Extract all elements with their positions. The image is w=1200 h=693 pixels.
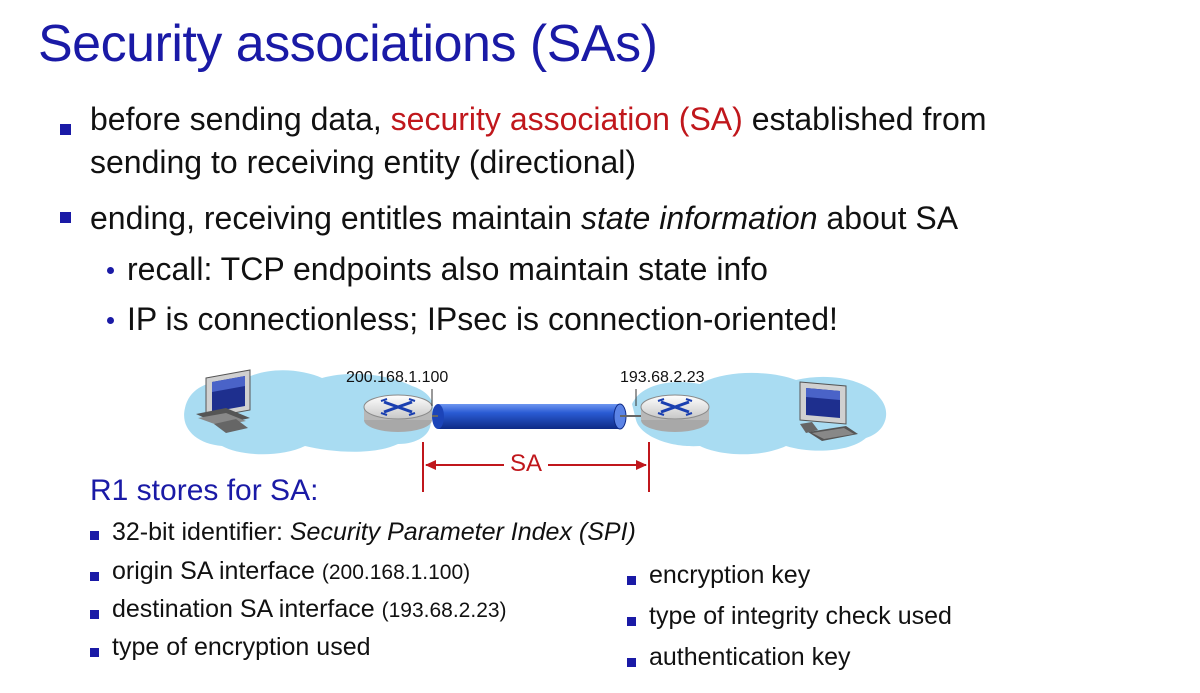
bullet-1-line-2: sending to receiving entity (directional…	[90, 144, 637, 180]
bullet-square-icon	[90, 572, 99, 581]
store-item-encryption-key: encryption key	[649, 561, 811, 589]
bullet-square-icon	[90, 531, 99, 540]
slide-title: Security associations (SAs)	[38, 15, 658, 73]
bullet-square-icon	[627, 617, 636, 626]
bullet-2-pre: ending, receiving entitles maintain	[90, 200, 581, 236]
bullet-square-icon	[627, 576, 636, 585]
bullet-square-icon	[90, 648, 99, 657]
bullet-square-icon	[627, 658, 636, 667]
bullet-1-highlight: security association (SA)	[390, 101, 743, 137]
spi-italic: Security Parameter Index (SPI)	[289, 518, 636, 546]
bullet-2-line: ending, receiving entitles maintain stat…	[90, 198, 958, 238]
store-item-auth-key: authentication key	[649, 643, 851, 671]
stores-title: R1 stores for SA:	[90, 474, 319, 507]
sub-bullet-1: recall: TCP endpoints also maintain stat…	[127, 251, 768, 287]
sa-label: SA	[504, 450, 549, 478]
bullet-2-post: about SA	[817, 200, 959, 236]
bullet-1-pre: before sending data,	[90, 101, 391, 137]
store-item-destination: destination SA interface (193.68.2.23)	[112, 595, 507, 623]
sa-tunnel	[432, 403, 627, 430]
bullet-square-icon	[60, 124, 71, 135]
router-r1-icon	[363, 394, 433, 432]
left-host-computer-icon	[196, 369, 251, 433]
bullet-square-icon	[90, 610, 99, 619]
right-host-computer-icon	[799, 381, 858, 441]
bullet-2-italic: state information	[580, 200, 818, 236]
store-item-origin: origin SA interface (200.168.1.100)	[112, 557, 471, 585]
sub-bullet-dot-icon	[107, 267, 114, 274]
right-ip-address: 193.68.2.23	[620, 369, 705, 386]
left-ip-address: 200.168.1.100	[346, 369, 449, 386]
store-item-spi: 32-bit identifier: Security Parameter In…	[112, 518, 636, 546]
router-r2-icon	[640, 394, 710, 432]
bullet-1-post: established from	[742, 101, 987, 137]
bullet-1-line-1: before sending data, security associatio…	[90, 99, 986, 139]
store-item-encryption-type: type of encryption used	[112, 633, 371, 661]
bullet-square-icon	[60, 212, 71, 223]
sub-bullet-2: IP is connectionless; IPsec is connectio…	[127, 301, 838, 337]
store-item-integrity-check: type of integrity check used	[649, 602, 952, 630]
sub-bullet-dot-icon	[107, 317, 114, 324]
